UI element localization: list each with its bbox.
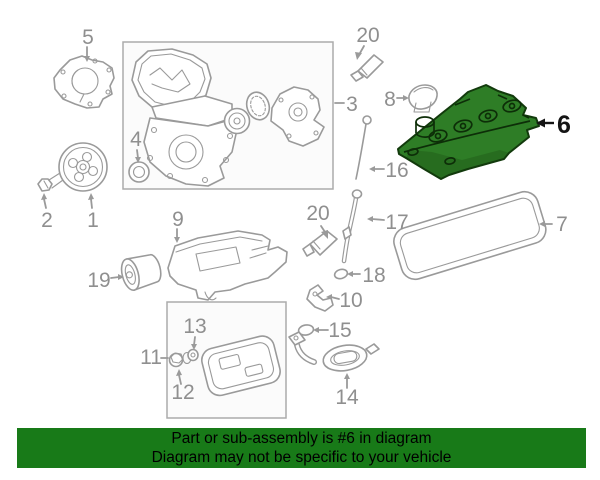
callout-18: 18: [362, 264, 385, 287]
callout-8: 8: [384, 88, 396, 111]
part-11-lower-oil-pan[interactable]: [199, 334, 282, 398]
callout-2: 2: [41, 209, 53, 232]
part-5-water-pump[interactable]: [53, 55, 115, 109]
part-6-valve-cover[interactable]: [397, 84, 540, 180]
callout-20-top: 20: [356, 24, 379, 47]
part-18-oring[interactable]: [333, 268, 349, 280]
callout-16: 16: [385, 159, 408, 182]
part-1-crank-pulley[interactable]: [58, 142, 108, 192]
callout-14: 14: [335, 386, 359, 409]
part-8-filler-cap[interactable]: [408, 84, 438, 113]
callout-5: 5: [82, 26, 94, 49]
part-9-upper-oil-pan[interactable]: [167, 230, 288, 301]
callout-12: 12: [171, 381, 194, 404]
part-3-timing-cover-set[interactable]: [131, 48, 325, 187]
part-13-plug-gasket[interactable]: [187, 348, 199, 362]
part-2-bolt[interactable]: [37, 171, 66, 192]
callout-9: 9: [172, 208, 184, 231]
part-20-sealant-top[interactable]: [350, 54, 384, 82]
part-14-strainer[interactable]: [288, 331, 380, 374]
part-20-sealant-mid[interactable]: [302, 230, 338, 257]
part-4-oil-seal[interactable]: [128, 161, 150, 183]
callout-6-highlighted: 6: [557, 111, 571, 139]
callout-7: 7: [556, 213, 568, 236]
part-16-dipstick[interactable]: [355, 115, 372, 180]
callout-20-mid: 20: [306, 202, 329, 225]
callout-4: 4: [130, 128, 142, 151]
callout-17: 17: [385, 211, 408, 234]
banner-line-1: Part or sub-assembly is #6 in diagram: [171, 430, 432, 447]
part-7-gasket[interactable]: [390, 188, 549, 283]
part-12-drain-plug[interactable]: [168, 351, 192, 368]
highlight-banner: Part or sub-assembly is #6 in diagram Di…: [17, 428, 586, 468]
part-19-oil-filter[interactable]: [118, 251, 163, 292]
callout-19: 19: [87, 269, 110, 292]
part-17-guide-tube[interactable]: [341, 189, 363, 264]
callout-10: 10: [339, 289, 362, 312]
callout-13: 13: [183, 315, 206, 338]
callout-arrows: [41, 45, 553, 389]
callout-11: 11: [140, 346, 162, 369]
callout-15: 15: [328, 319, 351, 342]
callout-1: 1: [87, 209, 99, 232]
callout-3: 3: [346, 93, 358, 116]
banner-line-2: Diagram may not be specific to your vehi…: [151, 449, 452, 466]
callout-6-arrow: [536, 118, 554, 128]
